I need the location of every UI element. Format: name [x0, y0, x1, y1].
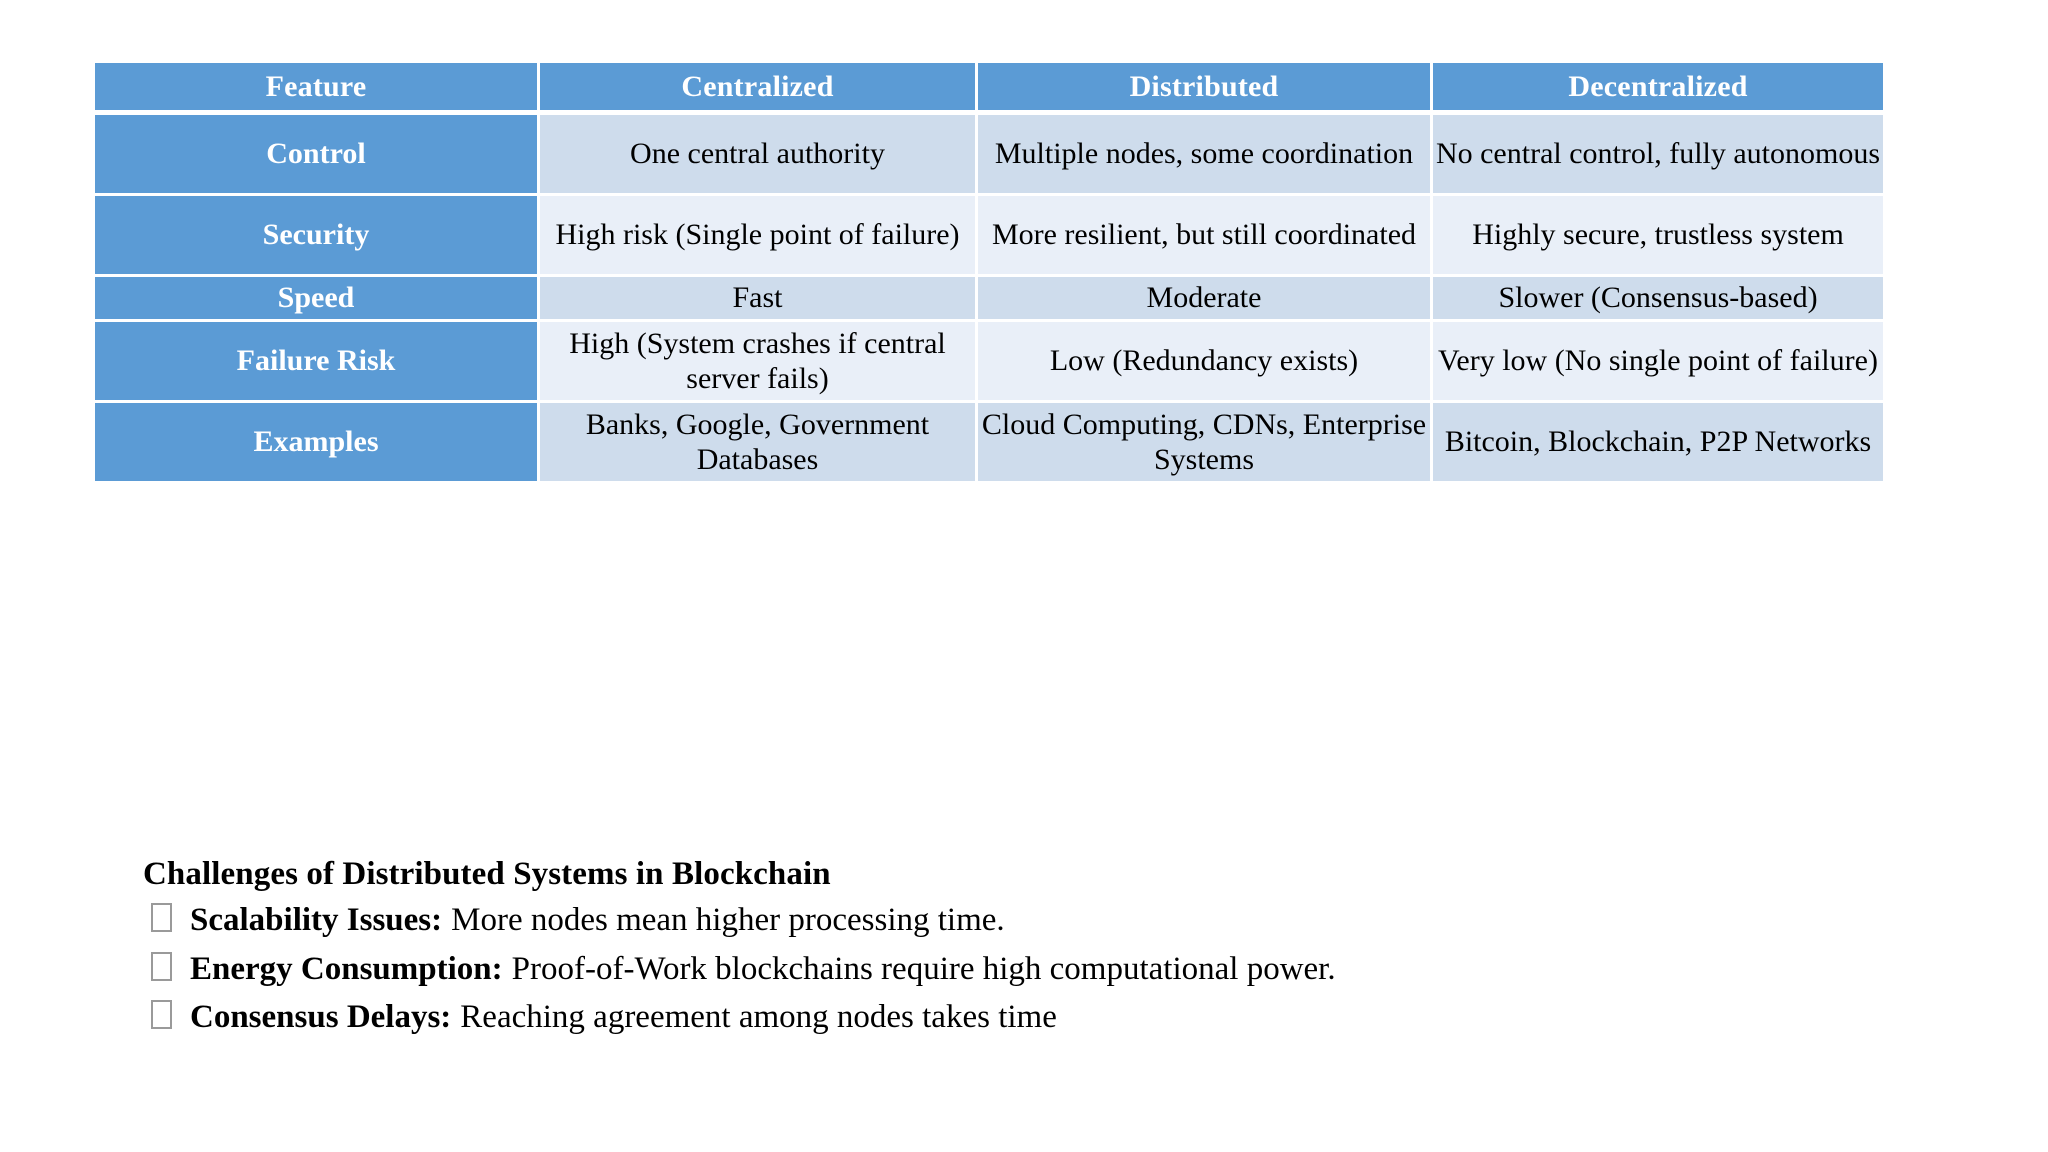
list-item-description: Proof-of-Work blockchains require high c…	[511, 950, 1336, 987]
comparison-table: Feature Centralized Distributed Decentra…	[95, 63, 1883, 481]
cell-control-centralized: One central authority	[540, 115, 978, 196]
challenges-section: Challenges of Distributed Systems in Blo…	[143, 855, 1843, 1042]
table-row: Speed Fast Moderate Slower (Consensus-ba…	[95, 277, 1883, 322]
cell-failure-risk-distributed: Low (Redundancy exists)	[978, 322, 1433, 403]
empty-box-bullet-icon	[151, 1000, 172, 1030]
column-header-centralized: Centralized	[540, 63, 978, 115]
cell-speed-centralized: Fast	[540, 277, 978, 322]
row-label-security: Security	[95, 196, 540, 277]
table-body: Control One central authority Multiple n…	[95, 115, 1883, 481]
table-header: Feature Centralized Distributed Decentra…	[95, 63, 1883, 115]
cell-failure-risk-centralized: High (System crashes if central server f…	[540, 322, 978, 403]
empty-box-bullet-icon	[151, 902, 172, 932]
cell-examples-distributed: Cloud Computing, CDNs, Enterprise System…	[978, 403, 1433, 481]
list-item-description: Reaching agreement among nodes takes tim…	[460, 999, 1057, 1036]
list-item: Energy Consumption: Proof-of-Work blockc…	[143, 945, 1843, 994]
challenges-heading: Challenges of Distributed Systems in Blo…	[143, 856, 831, 892]
list-item-term: Consensus Delays:	[190, 999, 452, 1036]
table-row: Control One central authority Multiple n…	[95, 115, 1883, 196]
list-item: Consensus Delays: Reaching agreement amo…	[143, 993, 1843, 1042]
cell-control-distributed: Multiple nodes, some coordination	[978, 115, 1433, 196]
row-label-examples: Examples	[95, 403, 540, 481]
column-header-decentralized: Decentralized	[1433, 63, 1883, 115]
cell-examples-decentralized: Bitcoin, Blockchain, P2P Networks	[1433, 403, 1883, 481]
cell-security-decentralized: Highly secure, trustless system	[1433, 196, 1883, 277]
cell-control-decentralized: No central control, fully autonomous	[1433, 115, 1883, 196]
row-label-failure-risk: Failure Risk	[95, 322, 540, 403]
table-row: Failure Risk High (System crashes if cen…	[95, 322, 1883, 403]
list-item-description: More nodes mean higher processing time.	[451, 901, 1005, 938]
row-label-control: Control	[95, 115, 540, 196]
column-header-feature: Feature	[95, 63, 540, 115]
table-row: Security High risk (Single point of fail…	[95, 196, 1883, 277]
list-item-term: Energy Consumption:	[190, 950, 503, 987]
empty-box-bullet-icon	[151, 951, 172, 981]
list-item-term: Scalability Issues:	[190, 901, 443, 938]
cell-speed-distributed: Moderate	[978, 277, 1433, 322]
cell-security-distributed: More resilient, but still coordinated	[978, 196, 1433, 277]
table-row: Examples Banks, Google, Government Datab…	[95, 403, 1883, 481]
table-header-row: Feature Centralized Distributed Decentra…	[95, 63, 1883, 115]
cell-failure-risk-decentralized: Very low (No single point of failure)	[1433, 322, 1883, 403]
cell-examples-centralized: Banks, Google, Government Databases	[540, 403, 978, 481]
cell-security-centralized: High risk (Single point of failure)	[540, 196, 978, 277]
list-item: Scalability Issues: More nodes mean high…	[143, 896, 1843, 945]
column-header-distributed: Distributed	[978, 63, 1433, 115]
row-label-speed: Speed	[95, 277, 540, 322]
cell-speed-decentralized: Slower (Consensus-based)	[1433, 277, 1883, 322]
